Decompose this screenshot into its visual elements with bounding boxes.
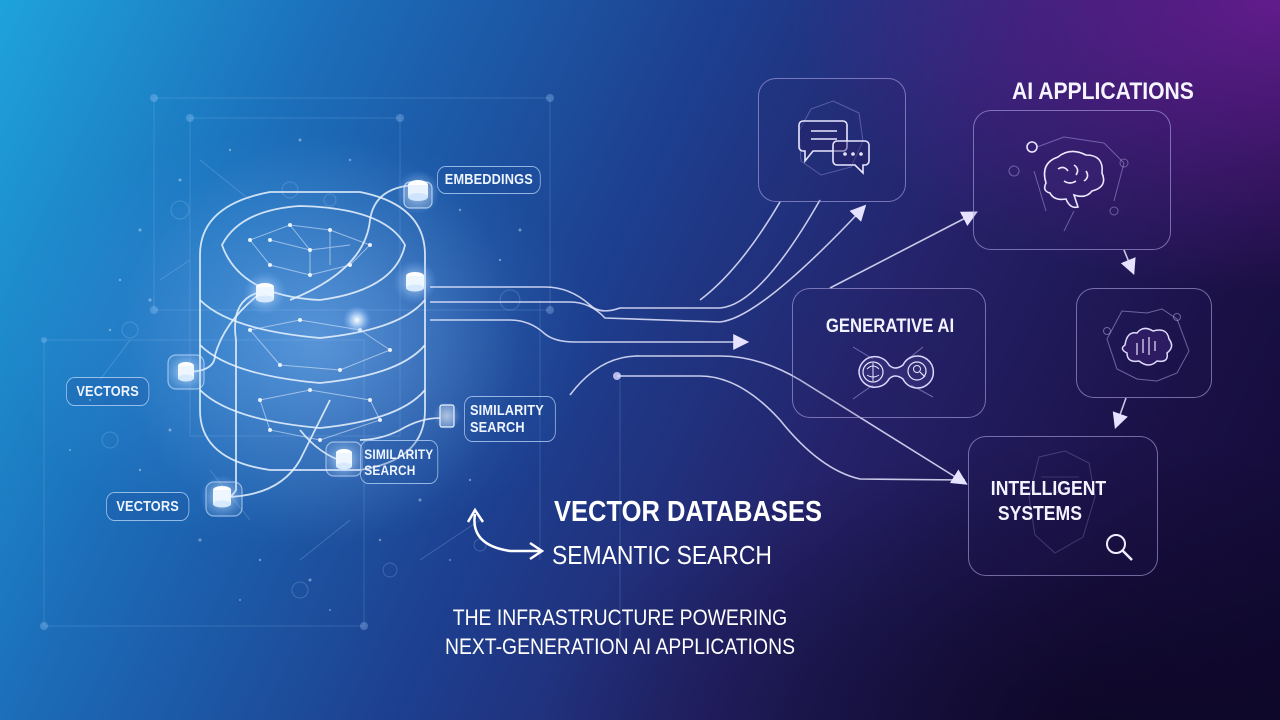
cylinder-node-icon: [396, 170, 440, 214]
headline-title: VECTOR DATABASES: [554, 496, 822, 528]
brain-linked-icon: [852, 346, 935, 400]
waveform-network-icon: [1103, 308, 1190, 382]
embeddings-text: EMBEDDINGS: [444, 171, 533, 189]
chat-card: [758, 78, 906, 202]
chat-bubbles-icon: [798, 100, 870, 176]
ai-applications-heading: AI APPLICATIONS: [1012, 78, 1194, 105]
vectors-label-1: VECTORS: [66, 377, 150, 406]
vectors-text-2: VECTORS: [116, 497, 179, 515]
tagline-line-2: NEXT-GENERATION AI APPLICATIONS: [445, 633, 795, 659]
similarity-search-label-2: SIMILARITY SEARCH: [360, 440, 439, 484]
intelligent-systems-line-1: INTELLIGENT: [990, 478, 1107, 500]
gem-outline-icon: [1028, 450, 1096, 554]
tagline: THE INFRASTRUCTURE POWERING NEXT-GENERAT…: [435, 604, 805, 661]
curved-arrow-icon: [473, 513, 540, 553]
headline-subtitle: SEMANTIC SEARCH: [552, 540, 772, 570]
tagline-line-1: THE INFRASTRUCTURE POWERING: [452, 605, 788, 630]
generative-ai-label: GENERATIVE AI: [825, 316, 955, 337]
generative-ai-card: GENERATIVE AI: [792, 288, 986, 418]
similarity-search-text-1: SIMILARITY SEARCH: [469, 401, 544, 436]
waveform-network-card: [1076, 288, 1212, 398]
embeddings-label: EMBEDDINGS: [437, 166, 541, 194]
magnifier-icon: [1106, 534, 1133, 561]
vectors-label-2: VECTORS: [106, 492, 190, 521]
similarity-search-text-2: SIMILARITY SEARCH: [364, 445, 434, 478]
brain-network-card: [973, 110, 1171, 250]
similarity-search-label-1: SIMILARITY SEARCH: [464, 396, 556, 442]
intelligent-systems-label: INTELLIGENT SYSTEMS: [990, 477, 1107, 527]
intelligent-systems-card: INTELLIGENT SYSTEMS: [968, 436, 1158, 576]
vectors-text-1: VECTORS: [76, 382, 139, 400]
intelligent-systems-line-2: SYSTEMS: [997, 503, 1082, 525]
brain-network-icon: [1008, 136, 1129, 232]
